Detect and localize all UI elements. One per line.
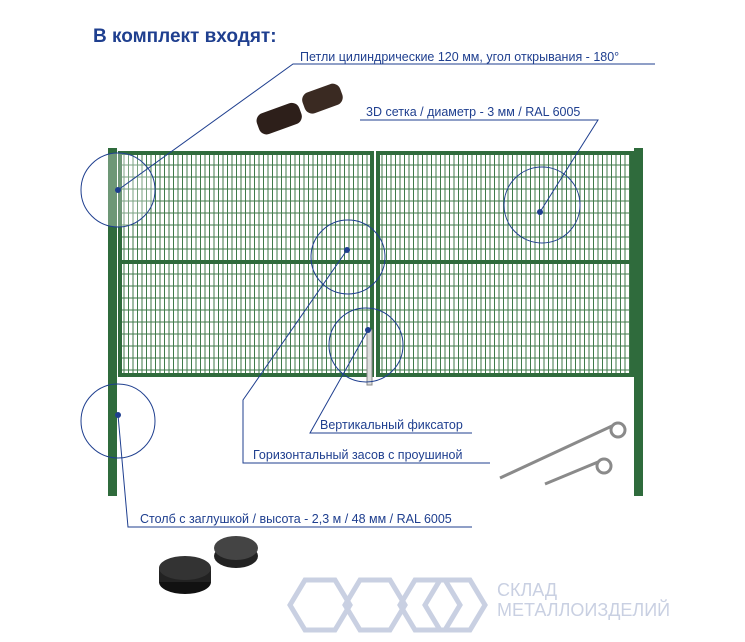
hinges-label: Петли цилиндрические 120 мм, угол открыв… xyxy=(300,50,620,64)
left-post xyxy=(108,148,117,496)
caps-image xyxy=(159,536,258,594)
page-title: В комплект входят: xyxy=(93,26,277,47)
horizontal-bolt-label: Горизонтальный засов с проушиной xyxy=(253,448,463,462)
lock-bar xyxy=(366,329,373,386)
logo-hexagons xyxy=(287,577,488,633)
right-post xyxy=(634,148,643,496)
post-label: Столб с заглушкой / высота - 2,3 м / 48 … xyxy=(140,512,452,526)
bolt-image xyxy=(499,421,627,486)
hinge-image xyxy=(256,83,343,135)
gate-frame xyxy=(118,151,634,377)
mesh-label: 3D сетка / диаметр - 3 мм / RAL 6005 xyxy=(366,105,581,119)
vertical-lock-label: Вертикальный фиксатор xyxy=(320,418,463,432)
